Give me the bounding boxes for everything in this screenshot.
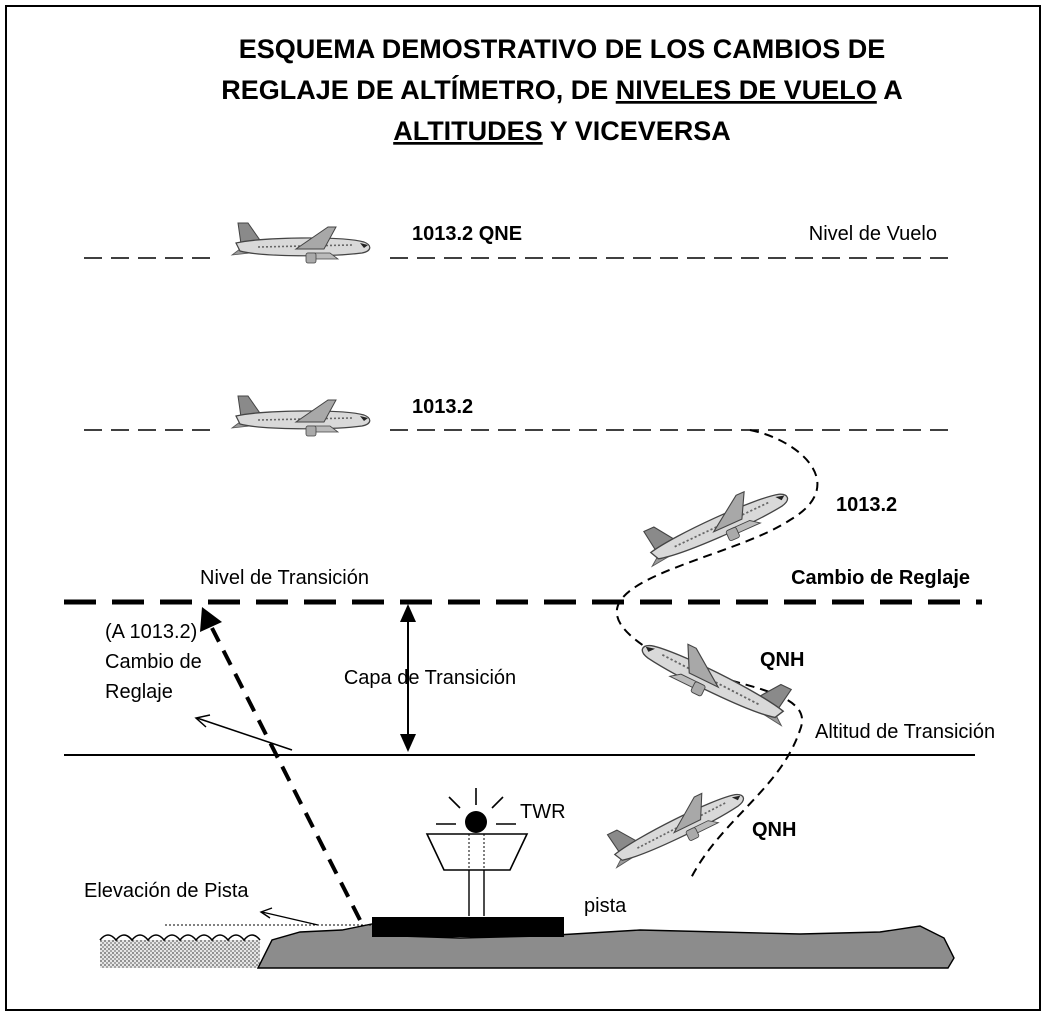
title-line-2: REGLAJE DE ALTÍMETRO, DE NIVELES DE VUEL… [221,74,903,105]
left-note-line-3: Reglaje [105,681,173,703]
altimeter-change-arrow-head [200,607,222,632]
descent-path [615,429,819,881]
control-tower [425,788,529,916]
water-waves [99,934,261,942]
aircraft-descent-2 [633,622,799,735]
aircraft-descent-3 [600,773,752,877]
runway [372,917,564,937]
descent-setting-label: 1013.2 [836,494,897,516]
left-note-line-2: Cambio de [105,651,202,673]
top-setting-label: 1013.2 QNE [412,223,522,245]
qnh-upper-label: QNH [760,649,804,671]
setting-change-label: Cambio de Reglaje [791,567,970,589]
qnh-lower-label: QNH [752,819,796,841]
left-note-line-1: (A 1013.2) [105,621,197,643]
title-line-2-underlined: NIVELES DE VUELO [616,75,877,105]
runway-elevation-pointer-head [259,907,273,919]
title-line-1: ESQUEMA DEMOSTRATIVO DE LOS CAMBIOS DE [239,34,886,64]
runway-label: pista [584,895,627,917]
transition-altitude-label: Altitud de Transición [815,721,995,743]
transition-layer-arrow-head-down [400,734,416,752]
flight-level-label: Nivel de Vuelo [809,223,937,245]
title-line-3-suffix: Y VICEVERSA [543,116,731,146]
runway-elevation-label: Elevación de Pista [84,880,249,902]
title-line-2-prefix: REGLAJE DE ALTÍMETRO, DE [221,74,616,105]
title-line-3-underlined: ALTITUDES [393,116,543,146]
transition-layer-label: Capa de Transición [344,667,516,689]
aircraft-top [231,222,371,264]
water-area [100,940,260,968]
title-line-3: ALTITUDES Y VICEVERSA [393,116,731,146]
transition-layer-arrow-head-up [400,604,416,622]
runway-elevation-pointer [261,911,319,926]
aircraft-second [231,395,371,437]
tower-label: TWR [520,801,566,823]
second-setting-label: 1013.2 [412,396,473,418]
left-note-pointer [196,717,293,751]
aircraft-descent-1 [636,471,796,576]
transition-level-label: Nivel de Transición [200,567,369,589]
left-note-pointer-head [194,714,211,728]
altimeter-change-dashed-arrow [210,627,362,921]
title-line-2-suffix: A [877,75,903,105]
ground-terrain [256,923,955,969]
